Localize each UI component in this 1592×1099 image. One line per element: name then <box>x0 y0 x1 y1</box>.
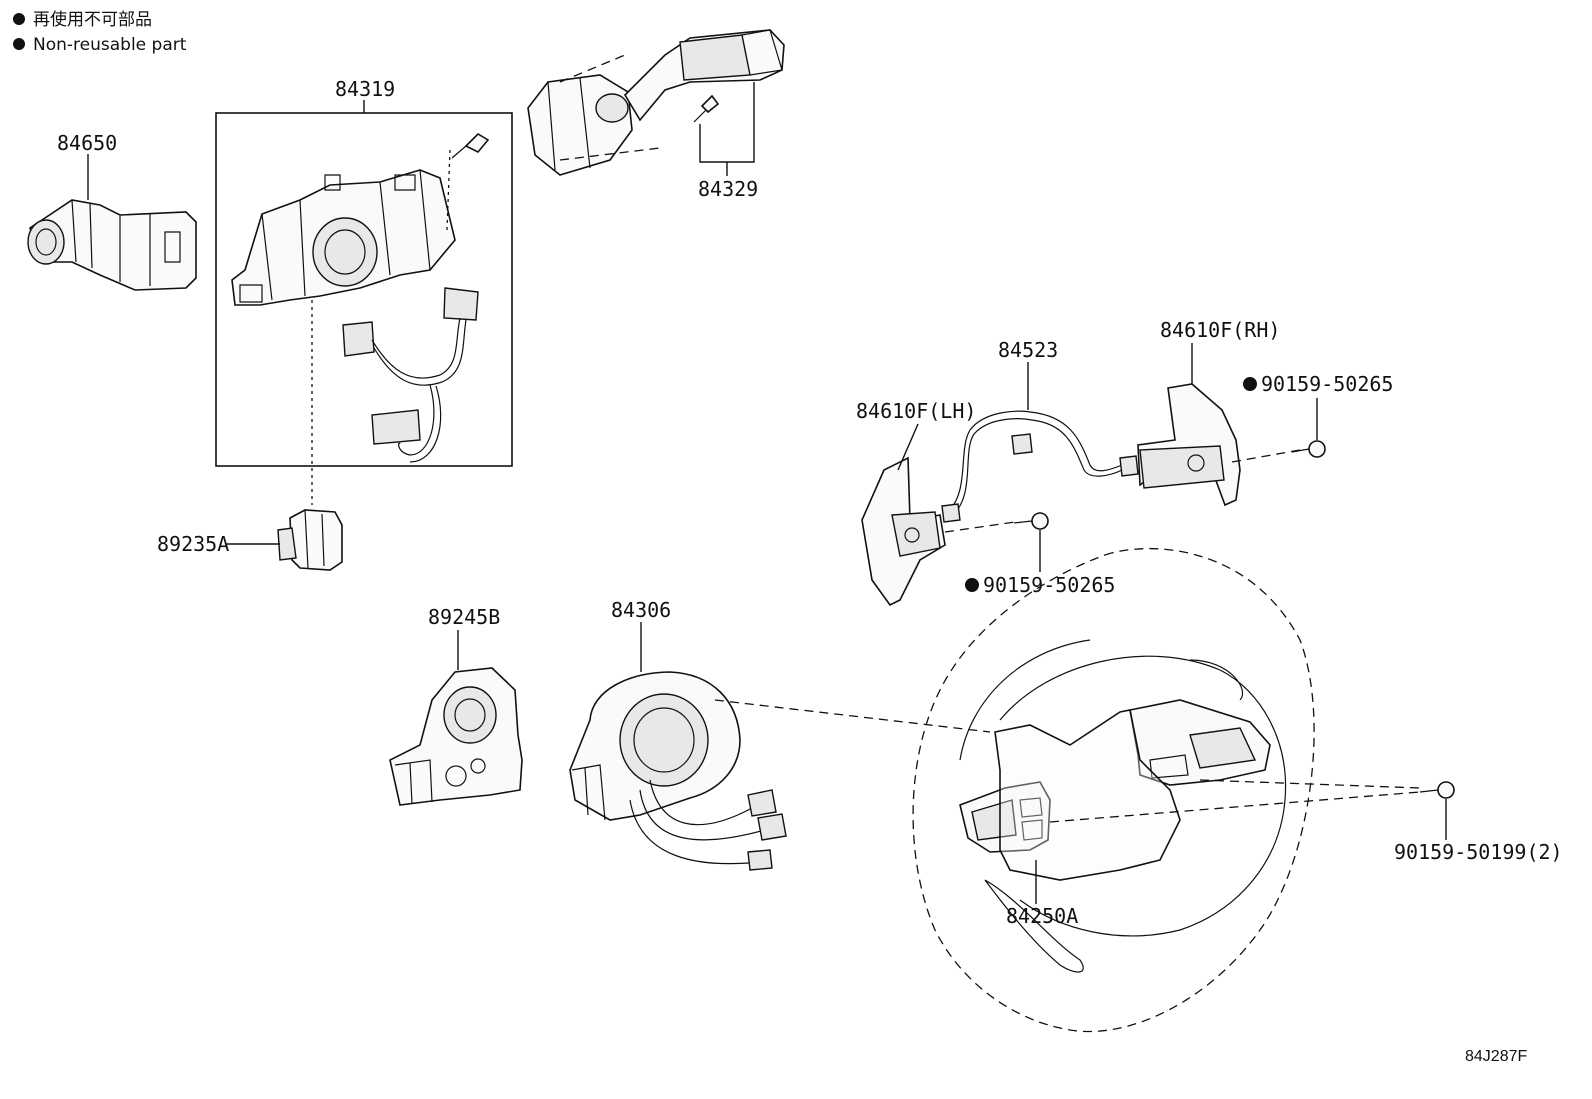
screw-90159-50265-rh[interactable] <box>1291 440 1326 458</box>
part-84610F-LH-paddle[interactable] <box>861 456 946 607</box>
nonreusable-marker-a <box>1243 377 1257 391</box>
part-84650-lever[interactable] <box>27 199 197 291</box>
part-84319-switch-body[interactable] <box>231 169 456 306</box>
screw-line-50199-a <box>1199 779 1421 789</box>
screw-90159-50265-lh[interactable] <box>1013 512 1049 530</box>
screw-line-84329-a <box>559 54 626 83</box>
screw-84329[interactable] <box>693 94 720 123</box>
nonreusable-marker-b <box>965 578 979 592</box>
part-84319-harness[interactable] <box>342 287 479 463</box>
legend-en-text: Non-reusable part <box>33 35 187 55</box>
screw-line-84329-b <box>559 147 661 161</box>
legend-bullet-en <box>13 38 25 50</box>
screw-line-rh <box>1231 449 1301 463</box>
part-84250A-switch-left[interactable] <box>959 781 1051 853</box>
screw-84319[interactable] <box>451 132 490 159</box>
label-84306: 84306 <box>611 598 671 622</box>
legend-bullet-jp <box>13 13 25 25</box>
part-84610F-RH-paddle[interactable] <box>1137 383 1241 507</box>
part-steering-wheel-rim <box>959 639 1287 973</box>
leader-84329-bracket <box>699 82 755 163</box>
label-89235A: 89235A <box>157 532 229 556</box>
screw-line-lh <box>944 521 1016 533</box>
label-90159-50265-b: 90159-50265 <box>983 573 1115 597</box>
screw-90159-50199[interactable] <box>1419 781 1455 799</box>
screw-line-50199-b <box>1049 791 1421 823</box>
label-84610F-LH: 84610F(LH) <box>856 399 976 423</box>
label-84610F-RH: 84610F(RH) <box>1160 318 1280 342</box>
label-84250A: 84250A <box>1006 904 1078 928</box>
part-84306-spiral-cable[interactable] <box>569 671 741 821</box>
label-84650: 84650 <box>57 131 117 155</box>
label-84329: 84329 <box>698 177 758 201</box>
link-84306-wheel <box>714 699 991 733</box>
diagram-reference: 84J287F <box>1465 1048 1527 1065</box>
part-84329-lever-arm[interactable] <box>623 29 785 122</box>
label-90159-50199: 90159-50199(2) <box>1394 840 1563 864</box>
label-84523: 84523 <box>998 338 1058 362</box>
part-84250A-switch-right[interactable] <box>1129 699 1271 786</box>
part-84250A-cover[interactable] <box>994 709 1181 881</box>
label-90159-50265-a: 90159-50265 <box>1261 372 1393 396</box>
part-84306-leads[interactable] <box>629 779 787 871</box>
leader-84610F-LH <box>897 423 919 471</box>
legend-jp-text: 再使用不可部品 <box>33 9 152 30</box>
legend: 再使用不可部品 Non-reusable part <box>13 9 187 55</box>
wheel-envelope <box>912 547 1315 1033</box>
part-89235A-sensor[interactable] <box>277 509 343 571</box>
part-89245B-sensor[interactable] <box>389 667 523 806</box>
part-84523-harness[interactable] <box>941 410 1139 523</box>
label-84319: 84319 <box>335 77 395 101</box>
part-84329-wiper-switch[interactable] <box>527 74 633 176</box>
label-89245B: 89245B <box>428 605 500 629</box>
